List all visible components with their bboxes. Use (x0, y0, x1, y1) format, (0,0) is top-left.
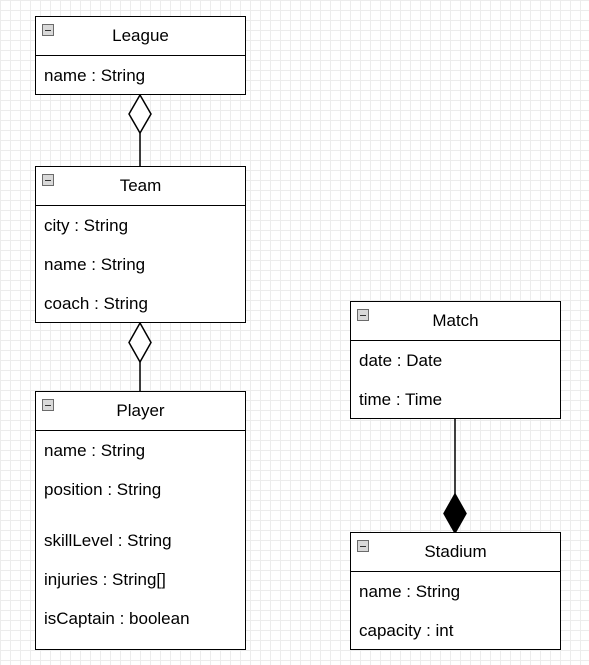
attribute[interactable]: time : Time (359, 390, 443, 409)
stadium-class-header[interactable]: Stadium (351, 533, 560, 572)
stadium-class[interactable]: Stadium name : String capacity : int (350, 532, 561, 650)
attribute[interactable]: capacity : int (359, 621, 454, 640)
team-class[interactable]: Team city : String name : String coach :… (35, 166, 246, 323)
attribute[interactable]: name : String (44, 66, 146, 85)
attribute[interactable]: coach : String (44, 294, 148, 313)
class-name: Team (119, 176, 162, 195)
league-class-header[interactable]: League (36, 17, 245, 56)
attribute[interactable]: name : String (44, 255, 146, 274)
class-name: Stadium (424, 542, 487, 561)
collapse-icon[interactable] (42, 399, 54, 411)
attribute[interactable]: name : String (44, 441, 146, 460)
attribute[interactable]: skillLevel : String (44, 531, 172, 550)
attribute[interactable]: date : Date (359, 351, 443, 370)
attribute[interactable]: isCaptain : boolean (44, 609, 190, 628)
league-aggregation-diamond (128, 93, 152, 135)
attribute[interactable]: city : String (44, 216, 129, 235)
attribute[interactable]: name : String (359, 582, 461, 601)
match-class[interactable]: Match date : Date time : Time (350, 301, 561, 419)
class-name: Player (116, 401, 165, 420)
team-aggregation-diamond (128, 321, 152, 364)
collapse-icon[interactable] (357, 309, 369, 321)
collapse-icon[interactable] (357, 540, 369, 552)
player-class-header[interactable]: Player (36, 392, 245, 431)
team-class-header[interactable]: Team (36, 167, 245, 206)
collapse-icon[interactable] (42, 174, 54, 186)
league-class[interactable]: League name : String (35, 16, 246, 95)
collapse-icon[interactable] (42, 24, 54, 36)
class-name: League (112, 26, 169, 45)
class-name: Match (432, 311, 479, 330)
player-class[interactable]: Player name : String position : String s… (35, 391, 246, 650)
attribute[interactable]: injuries : String[] (44, 570, 166, 589)
match-class-header[interactable]: Match (351, 302, 560, 341)
stadium-composition-diamond (443, 492, 467, 535)
attribute[interactable]: position : String (44, 480, 162, 499)
